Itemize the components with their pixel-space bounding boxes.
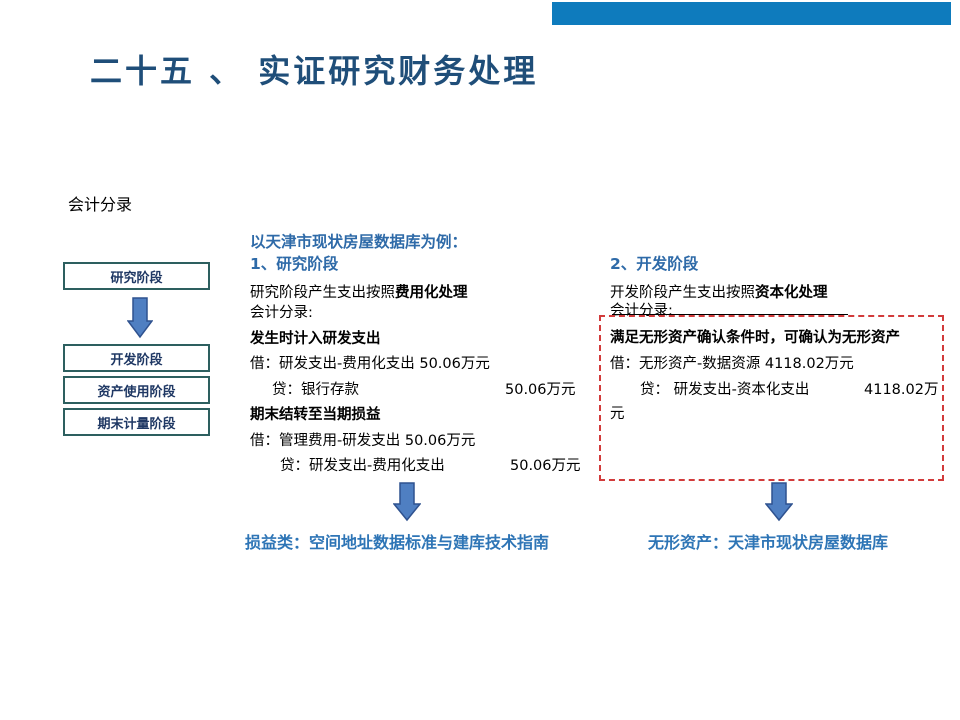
condition-highlight-box	[599, 315, 944, 481]
research-credit1-label: 贷：银行存款	[272, 382, 359, 398]
section-label: 会计分录	[68, 195, 133, 214]
development-condition: 满足无形资产确认条件时，可确认为无形资产	[610, 330, 900, 346]
divider-line	[612, 314, 848, 315]
development-result: 无形资产：天津市现状房屋数据库	[648, 533, 889, 552]
development-credit-label: 贷： 研发支出-资本化支出	[640, 382, 810, 398]
research-event1: 发生时计入研发支出	[250, 331, 381, 347]
development-debit: 借：无形资产-数据资源 4118.02万元	[610, 356, 854, 372]
research-credit2-label: 贷：研发支出-费用化支出	[280, 458, 445, 474]
stage-box-period-end: 期末计量阶段	[63, 408, 210, 436]
research-debit1: 借：研发支出-费用化支出 50.06万元	[250, 356, 490, 372]
research-credit1-amount: 50.06万元	[505, 382, 576, 398]
down-arrow-icon	[127, 297, 153, 339]
research-debit2: 借：管理费用-研发支出 50.06万元	[250, 433, 476, 449]
research-desc: 研究阶段产生支出按照费用化处理	[250, 285, 468, 301]
top-accent-bar	[552, 2, 951, 25]
development-credit-amount-unit: 元	[610, 406, 625, 422]
research-heading: 1、研究阶段	[250, 255, 339, 273]
stage-box-asset-use: 资产使用阶段	[63, 376, 210, 404]
research-event2: 期末结转至当期损益	[250, 407, 381, 423]
stage-box-research: 研究阶段	[63, 262, 210, 290]
development-heading: 2、开发阶段	[610, 255, 699, 273]
example-heading: 以天津市现状房屋数据库为例：	[250, 233, 468, 251]
research-entry-label: 会计分录:	[250, 305, 313, 321]
down-arrow-icon	[393, 482, 421, 522]
down-arrow-icon	[765, 482, 793, 522]
research-credit2-amount: 50.06万元	[510, 458, 581, 474]
stage-box-development: 开发阶段	[63, 344, 210, 372]
development-credit-amount: 4118.02万	[864, 382, 939, 398]
research-result: 损益类：空间地址数据标准与建库技术指南	[245, 533, 550, 552]
development-desc: 开发阶段产生支出按照资本化处理	[610, 285, 828, 301]
page-title: 二十五 、 实证研究财务处理	[90, 52, 539, 90]
